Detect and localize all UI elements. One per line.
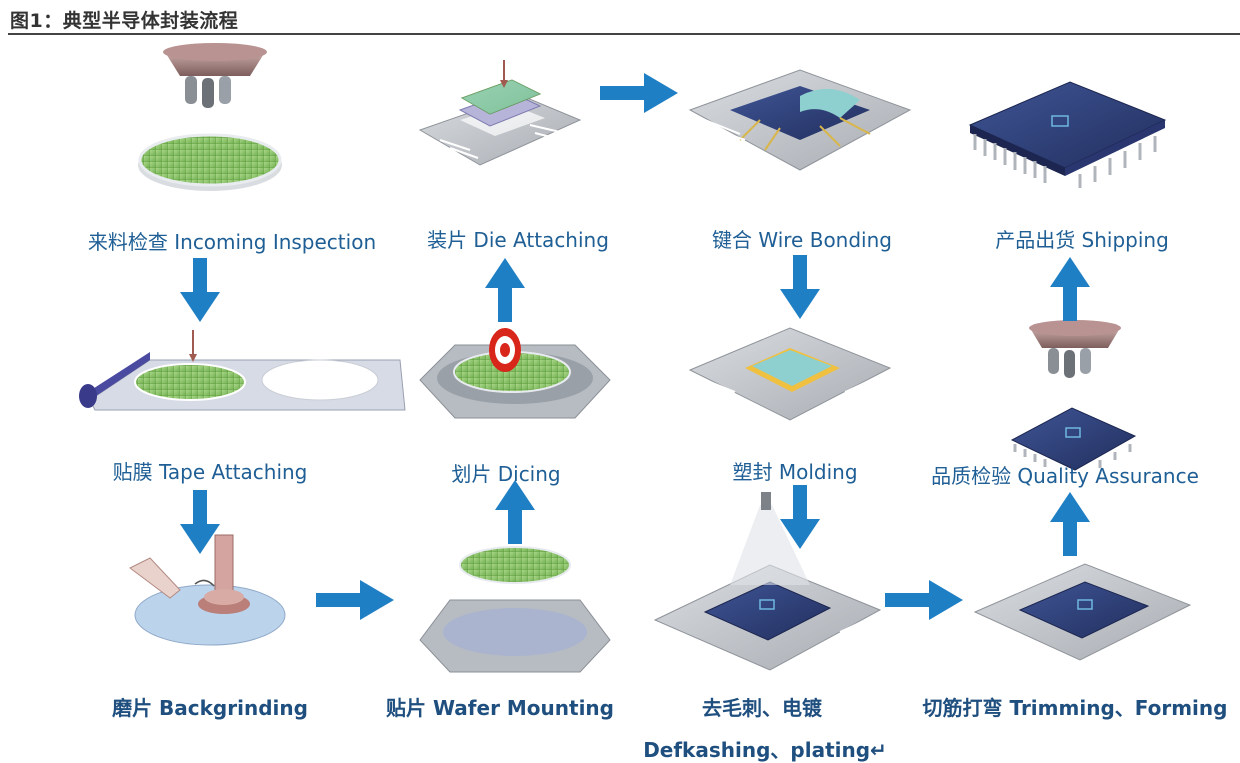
flow-arrow-icon <box>1050 492 1090 556</box>
figure-title: 图1：典型半导体封装流程 <box>10 10 239 32</box>
title-rule <box>8 33 1240 35</box>
die-attach-icon <box>418 60 582 166</box>
step-label-backgrind: 磨片 Backgrinding <box>112 696 308 720</box>
step-label-trim: 切筋打弯 Trimming、Forming <box>922 696 1228 720</box>
dicing-saw-icon <box>419 328 611 419</box>
flow-arrow-icon <box>1050 257 1090 321</box>
flow-arrow-icon <box>780 255 820 319</box>
step-label-die-attach: 装片 Die Attaching <box>427 228 609 252</box>
wafer-inspection-icon <box>138 43 282 191</box>
wire-bond-icon <box>688 69 912 171</box>
step-label-tape: 贴膜 Tape Attaching <box>112 460 308 484</box>
step-label-incoming: 来料检查 Incoming Inspection <box>87 230 377 254</box>
molding-icon <box>688 327 892 421</box>
tape-roll-icon <box>79 330 406 411</box>
flow-arrow-icon <box>180 258 220 322</box>
step-label-molding: 塑封 Molding <box>732 460 858 484</box>
flow-arrow-icon <box>180 490 220 554</box>
quality-inspection-icon <box>1010 320 1137 471</box>
packaged-chip-icon <box>968 81 1167 188</box>
flow-arrow-icon <box>600 73 678 113</box>
flow-arrow-icon <box>885 580 963 620</box>
flow-arrow-icon <box>495 480 535 544</box>
flow-arrow-icon <box>316 580 394 620</box>
step-label-deflash: 去毛刺、电镀 <box>702 696 822 720</box>
step-label-deflash-en: Defkashing、plating↵ <box>643 738 887 762</box>
step-label-dicing: 划片 Dicing <box>451 462 561 486</box>
step-label-wire-bond: 键合 Wire Bonding <box>712 228 892 252</box>
grinder-icon <box>129 534 286 646</box>
step-label-shipping: 产品出货 Shipping <box>995 228 1169 252</box>
trim-form-icon <box>973 563 1192 661</box>
step-label-quality: 品质检验 Quality Assurance <box>931 464 1199 488</box>
flow-arrow-icon <box>485 258 525 322</box>
wafer-mount-icon <box>419 546 611 673</box>
plating-icon <box>653 492 882 671</box>
step-label-wafer-mount: 贴片 Wafer Mounting <box>386 696 614 720</box>
